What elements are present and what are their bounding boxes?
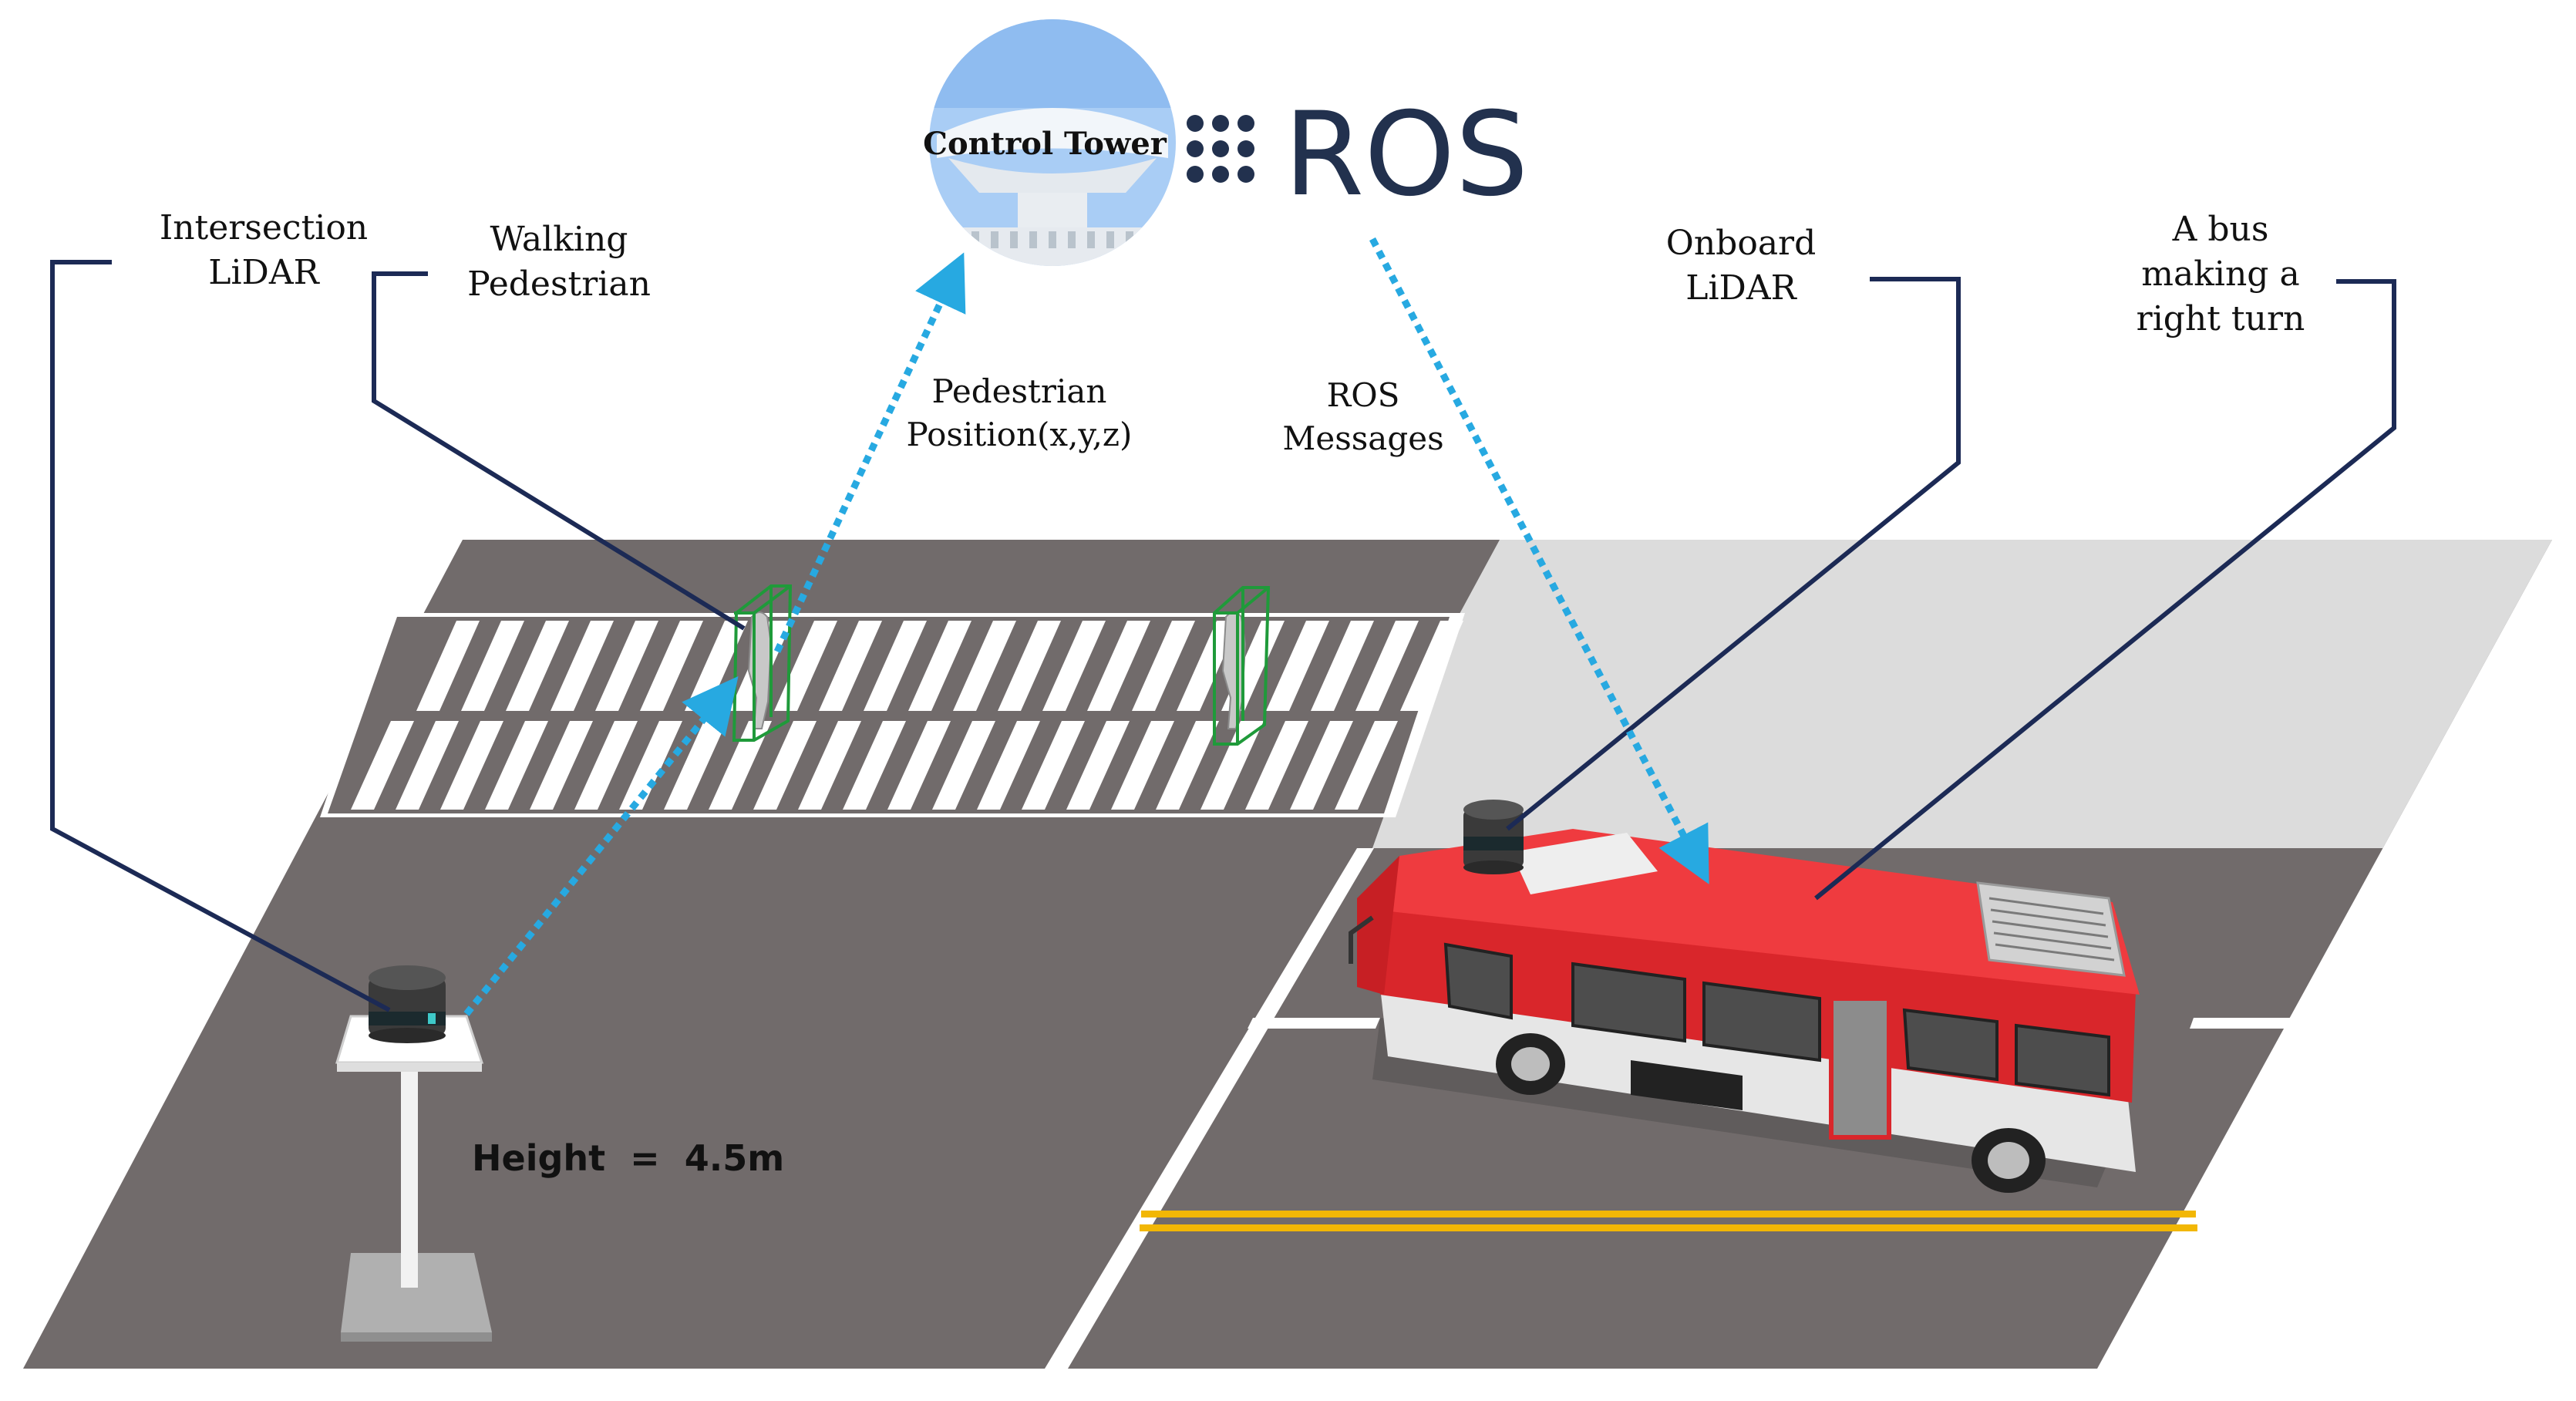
callout-intersection-lidar [50,260,391,1012]
label-ros-messages-line1: ROS [1327,376,1400,414]
crosswalk-stripe [1311,621,1374,711]
label-onboard-lidar-line1: Onboard [1666,224,1817,263]
bounding-box-2 [1213,586,1271,746]
crosswalk-stripe [798,721,861,810]
crosswalk-stripe [819,621,882,711]
label-walking-pedestrian-line2: Pedestrian [467,264,651,304]
callout-bus [1814,279,2396,901]
bounding-box-1 [732,584,793,742]
curb-line [1045,848,1374,1369]
crosswalk-stripe [932,721,995,810]
callout-onboard-lidar [1506,277,1961,831]
label-bus-line2: making a [2141,254,2299,294]
crosswalk-stripe [908,621,971,711]
arrow-ros-to-bus [1369,237,1709,884]
crosswalk-stripe [351,721,414,810]
label-walking-pedestrian-line1: Walking [490,220,628,259]
pedestrian-1 [732,584,793,742]
bus-windows [1443,942,2110,1097]
label-pedestrian-position-line2: Position(x,y,z) [907,416,1133,453]
label-bus-line3: right turn [2137,299,2305,338]
callout-lines [50,260,2396,1012]
crosswalk-stripe [1156,721,1219,810]
label-onboard-lidar: Onboard LiDAR [1666,224,1817,308]
label-walking-pedestrian: Walking Pedestrian [467,220,651,304]
crosswalk-stripe [485,721,548,810]
crosswalk-stripe [1400,621,1463,711]
bus-door [1829,996,1891,1140]
crosswalk-stripe [1355,621,1419,711]
crosswalk-stripe [1290,721,1353,810]
pole-base [341,1253,492,1332]
crosswalk-stripe [709,721,772,810]
crosswalk-stripe [1042,621,1106,711]
label-intersection-lidar-line2: LiDAR [208,253,320,292]
pole [401,1068,418,1288]
crosswalk-stripe [416,621,480,711]
crosswalk-stripe [1132,621,1195,711]
bus-wheels [1496,1033,2046,1193]
label-bus-line1: A bus [2172,210,2269,249]
crosswalk-stripe [1335,721,1398,810]
intersection-lidar-pole [335,965,492,1342]
sidewalk [1372,540,2552,848]
crosswalk-stripe [1022,721,1085,810]
label-height: Height = 4.5m [472,1137,784,1179]
bus-icon [1349,800,2140,1193]
crosswalk-stripe [864,621,927,711]
label-bus-right-turn: A bus making a right turn [2137,210,2305,338]
crosswalk-stripe [843,721,906,810]
crosswalk-stripe [640,621,703,711]
crosswalk-stripe [887,721,951,810]
crosswalk-stripe [1066,721,1130,810]
ros-logo: ROS [1187,88,1529,222]
crosswalk-stripe [506,621,569,711]
callout-walking-pedestrian [372,271,746,631]
label-ros-messages-line2: Messages [1282,419,1443,457]
label-intersection-lidar-line1: Intersection [160,208,368,248]
label-pedestrian-position-line1: Pedestrian [931,372,1106,410]
crosswalk-stripe [595,621,658,711]
control-tower-label: Control Tower [923,126,1167,162]
lane-line-right [2190,1018,2305,1029]
label-onboard-lidar-line2: LiDAR [1685,268,1797,308]
crosswalk-stripe [998,621,1061,711]
crosswalk [320,613,1465,817]
onboard-lidar-sensor-icon [1463,800,1524,874]
crosswalk-stripe [530,721,593,810]
crosswalk-stripe [1111,721,1174,810]
crosswalk-stripe [574,721,638,810]
data-arrows [463,237,1709,1016]
crosswalk-stripe [1245,721,1308,810]
ros-dots-icon [1187,115,1254,183]
crosswalk-stripe [1266,621,1329,711]
ros-logo-text: ROS [1284,88,1529,222]
label-intersection-lidar: Intersection LiDAR [160,208,368,292]
crosswalk-stripe [440,721,503,810]
control-tower-icon: Control Tower [923,19,1176,266]
crosswalk-stripe [461,621,524,711]
label-pedestrian-position: Pedestrian Position(x,y,z) [907,372,1133,453]
arrow-lidar-to-pedestrian [463,675,739,1016]
crosswalk-stripe [1200,721,1264,810]
label-ros-messages: ROS Messages [1282,376,1443,457]
crosswalk-stripe [953,621,1016,711]
yellow-center-line [1140,1211,2197,1231]
crosswalk-stripe [551,621,614,711]
crosswalk-stripe [753,721,817,810]
crosswalk-stripe [664,721,727,810]
crosswalk-stripe [396,721,459,810]
pedestrian-2 [1213,586,1271,746]
stop-line [1248,1018,1380,1029]
crosswalk-stripe [619,721,682,810]
crosswalk-stripes [351,621,1463,810]
lidar-sensor-icon [369,965,446,1043]
crosswalk-stripe [977,721,1040,810]
crosswalk-stripe [1087,621,1150,711]
